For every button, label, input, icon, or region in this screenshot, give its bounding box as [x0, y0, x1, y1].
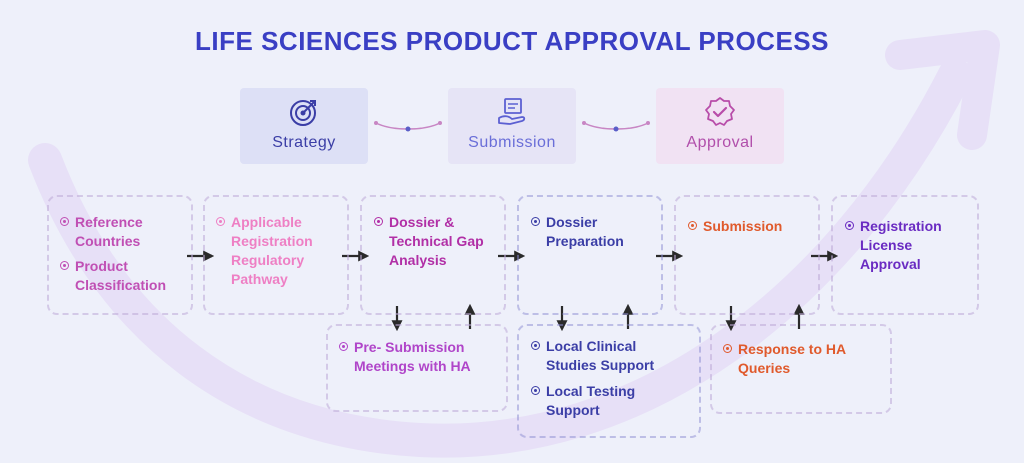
page-title: LIFE SCIENCES PRODUCT APPROVAL PROCESS: [195, 26, 829, 56]
document-hand-icon: [498, 98, 526, 125]
phase-strategy: Strategy: [240, 88, 368, 164]
bullet-icon: [216, 217, 225, 226]
step-box-6: [831, 195, 979, 315]
bullet-icon: [60, 217, 69, 226]
step-item: Registration License Approval: [845, 217, 942, 274]
bullet-icon: [845, 221, 854, 230]
step-sub-box-4: [517, 324, 701, 438]
dossier-preparation-label: Dossier Preparation: [546, 214, 624, 249]
submission-step-label: Submission: [703, 218, 783, 234]
step-item: Applicable Registration Regulatory Pathw…: [216, 213, 313, 289]
step-item: Dossier & Technical Gap Analysis: [374, 213, 484, 270]
gap-analysis-label: Dossier & Technical Gap Analysis: [389, 214, 484, 268]
bullet-icon: [531, 217, 540, 226]
regulatory-pathway-label: Applicable Registration Regulatory Pathw…: [231, 214, 313, 287]
phase-approval-label: Approval: [686, 134, 754, 151]
step-sub-box-3: [326, 324, 508, 412]
license-approval-label: Registration License Approval: [860, 218, 942, 272]
step-box-3: [360, 195, 506, 315]
bullet-icon: [723, 344, 732, 353]
step-item: Reference Countries: [60, 213, 143, 251]
step-item: Pre- Submission Meetings with HA: [339, 338, 471, 376]
target-icon: [290, 100, 316, 126]
step-item: Dossier Preparation: [531, 213, 624, 251]
reference-countries-label: Reference Countries: [75, 214, 143, 249]
bullet-icon: [374, 217, 383, 226]
bullet-icon: [688, 221, 697, 230]
clinical-studies-label: Local Clinical Studies Support: [546, 338, 655, 373]
approval-badge-icon: [705, 97, 735, 126]
product-classification-label: Product Classification: [75, 258, 167, 293]
ha-queries-label: Response to HA Queries: [738, 341, 847, 376]
step-item: Submission: [688, 217, 783, 236]
bullet-icon: [60, 261, 69, 270]
bullet-icon: [531, 341, 540, 350]
step-box-2: [203, 195, 349, 315]
pre-submission-label: Pre- Submission Meetings with HA: [354, 339, 471, 374]
phase-strategy-label: Strategy: [272, 134, 336, 151]
step-item: Local Testing Support: [531, 382, 636, 420]
phase-approval: Approval: [656, 88, 784, 164]
phase-submission-label: Submission: [468, 134, 556, 151]
step-box-5: [674, 195, 820, 315]
testing-support-label: Local Testing Support: [546, 383, 636, 418]
bullet-icon: [531, 386, 540, 395]
step-box-1: [47, 195, 193, 315]
step-sub-box-5: [710, 324, 892, 414]
step-item: Local Clinical Studies Support: [531, 337, 655, 375]
step-box-4: [517, 195, 663, 315]
phase-submission: Submission: [448, 88, 576, 164]
bullet-icon: [339, 342, 348, 351]
step-item: Response to HA Queries: [723, 340, 847, 378]
step-item: Product Classification: [60, 257, 167, 295]
